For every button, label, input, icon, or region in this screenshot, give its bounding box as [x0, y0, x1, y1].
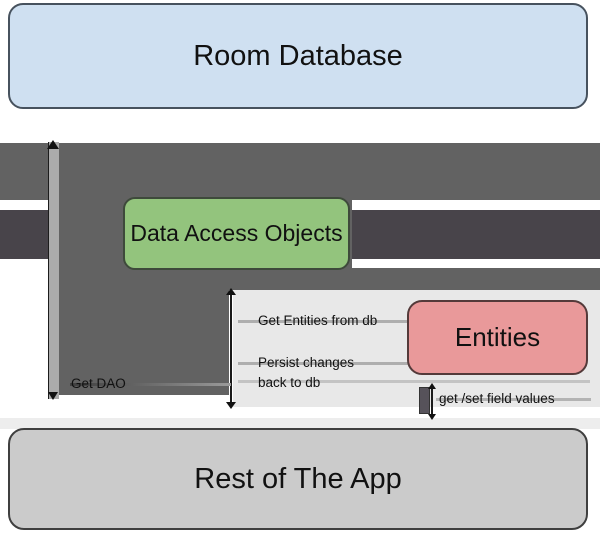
- bottom-light-strip: [0, 418, 600, 429]
- persist-changes-edge-line: [238, 362, 434, 365]
- dao-entities-arrowhead-up-icon: [226, 288, 236, 295]
- node-data-access-objects: Data Access Objects: [123, 197, 350, 270]
- get-dao-arrow-bar: [48, 142, 59, 399]
- get-dao-arrowhead-down-icon: [48, 392, 58, 400]
- edge-label-get-set-field-values: get /set field values: [439, 391, 555, 406]
- entities-app-arrowhead-up-icon: [428, 383, 436, 389]
- dao-entities-arrow-line: [230, 294, 232, 402]
- edge-label-get-entities-from-db: Get Entities from db: [258, 313, 378, 328]
- dao-entities-arrowhead-down-icon: [226, 402, 236, 409]
- node-data-access-objects-label: Data Access Objects: [130, 220, 343, 246]
- thick-arrow-right-strip: [352, 268, 600, 290]
- entities-app-arrow-line: [431, 388, 433, 414]
- node-entities: Entities: [407, 300, 588, 375]
- entities-app-arrowhead-down-icon: [428, 414, 436, 420]
- get-entities-edge-line: [238, 320, 408, 323]
- edge-label-persist-changes: Persist changes: [258, 355, 355, 370]
- get-dao-edge-line: [70, 383, 231, 386]
- entities-app-mini-arrow-bar: [419, 387, 430, 414]
- edge-label-back-to-db: back to db: [258, 375, 321, 390]
- node-room-database-label: Room Database: [193, 39, 403, 72]
- get-set-edge-line: [436, 398, 591, 401]
- node-rest-of-the-app: Rest of The App: [8, 428, 588, 530]
- node-room-database: Room Database: [8, 3, 588, 109]
- back-to-db-edge-line: [238, 380, 590, 383]
- node-entities-label: Entities: [454, 322, 541, 352]
- get-dao-arrowhead-up-icon: [47, 140, 59, 149]
- edge-label-get-dao: Get DAO: [71, 376, 126, 391]
- node-rest-of-the-app-label: Rest of The App: [194, 462, 402, 495]
